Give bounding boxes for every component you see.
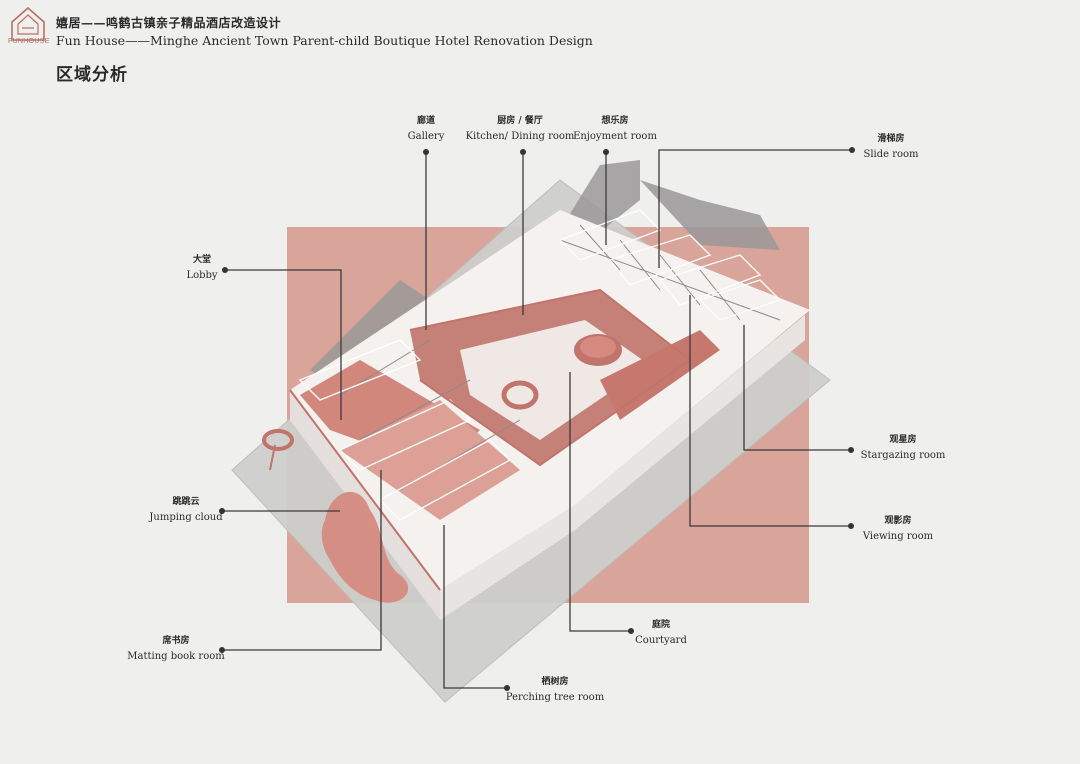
label-perching-cn: 栖树房 xyxy=(541,677,569,687)
label-perching-en: Perching tree room xyxy=(505,692,605,703)
label-jumping: 跳跳云 Jumping cloud xyxy=(149,495,222,525)
label-kitchen-cn: 厨房 / 餐厅 xyxy=(497,116,543,126)
label-viewing-cn: 观影房 xyxy=(884,516,912,526)
label-enjoyment: 想乐房 Enjoyment room xyxy=(573,114,657,144)
label-kitchen-en: Kitchen/ Dining room xyxy=(465,131,575,142)
label-lobby-cn: 大堂 xyxy=(192,255,211,265)
label-gallery-cn: 廊道 xyxy=(416,116,436,126)
label-stargazing: 观星房 Stargazing room xyxy=(861,433,946,463)
label-matting-en: Matting book room xyxy=(127,651,225,662)
label-jumping-cn: 跳跳云 xyxy=(172,497,200,507)
leader-lines xyxy=(224,149,850,689)
label-enjoyment-cn: 想乐房 xyxy=(601,116,629,126)
title-chinese: 嬉居——鸣鹤古镇亲子精品酒店改造设计 xyxy=(56,16,282,30)
label-enjoyment-en: Enjoyment room xyxy=(573,131,657,142)
label-lobby: 大堂 Lobby xyxy=(186,253,217,283)
label-slide-cn: 滑梯房 xyxy=(877,134,905,144)
title-english: Fun House——Minghe Ancient Town Parent-ch… xyxy=(56,33,593,48)
label-stargazing-cn: 观星房 xyxy=(889,435,917,445)
label-kitchen: 厨房 / 餐厅 Kitchen/ Dining room xyxy=(466,114,575,144)
label-courtyard-en: Courtyard xyxy=(635,635,687,646)
building-mass xyxy=(289,209,810,620)
funhouse-logo-icon xyxy=(11,6,45,41)
leader-dots xyxy=(219,147,855,691)
label-gallery: 廊道 Gallery xyxy=(408,114,445,144)
label-slide: 滑梯房 Slide room xyxy=(863,132,918,162)
label-viewing-en: Viewing room xyxy=(862,531,934,542)
label-stargazing-en: Stargazing room xyxy=(860,450,946,461)
label-gallery-en: Gallery xyxy=(407,131,445,142)
label-lobby-en: Lobby xyxy=(186,270,218,281)
logo-text: FUNHOUSE xyxy=(8,38,50,45)
label-matting: 席书房 Matting book room xyxy=(127,634,224,664)
label-slide-en: Slide room xyxy=(863,149,919,160)
label-courtyard: 庭院 Courtyard xyxy=(635,618,687,648)
label-matting-cn: 席书房 xyxy=(162,636,190,646)
jumping-cloud-shape xyxy=(321,491,409,603)
label-jumping-en: Jumping cloud xyxy=(149,512,223,523)
label-viewing: 观影房 Viewing room xyxy=(863,514,933,544)
label-courtyard-cn: 庭院 xyxy=(651,620,670,630)
label-perching: 栖树房 Perching tree room xyxy=(506,675,604,705)
section-title: 区域分析 xyxy=(56,65,128,85)
